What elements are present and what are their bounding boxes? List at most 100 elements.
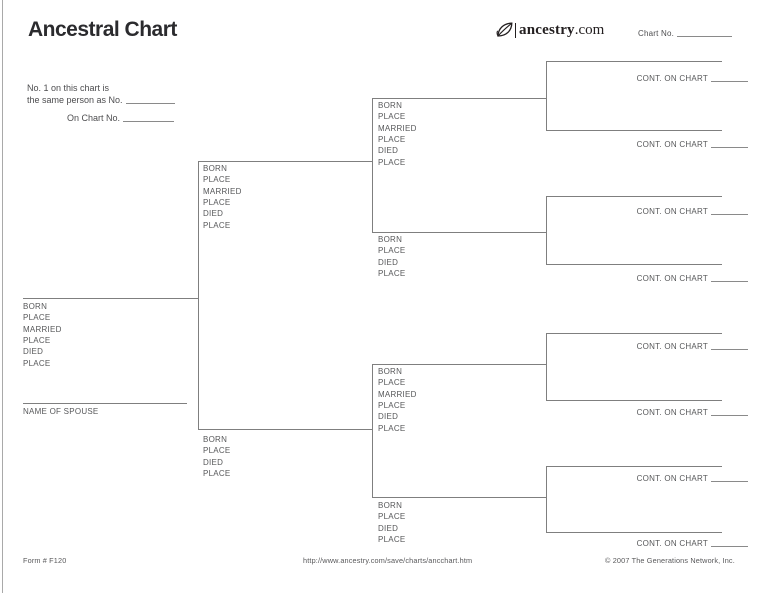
ancestry-logo: ancestry.com [496,21,604,39]
gen4-bracket-line-3 [546,333,547,401]
on-chart-no-blank[interactable] [123,113,175,122]
field-label: BORN [203,164,228,173]
field-label: PLACE [203,175,231,185]
field-label: BORN [378,235,403,244]
cont-on-chart-5: CONT. ON CHART [578,341,748,351]
field-label: DIED [203,209,224,219]
brand-wordmark: ancestry.com [519,21,604,39]
page-left-border [2,0,3,593]
form-note-line3: On Chart No. [67,113,175,123]
father-name-line[interactable] [198,161,372,162]
great-grandparent-name-line-6[interactable] [546,400,722,401]
footer-url: http://www.ancestry.com/save/charts/ancc… [303,556,473,565]
great-grandparent-name-line-7[interactable] [546,466,722,467]
form-number: Form # F120 [23,556,67,565]
cont-on-chart-label: CONT. ON CHART [636,474,708,483]
cont-on-chart-1: CONT. ON CHART [578,73,748,83]
field-label: PLACE [203,220,231,230]
cont-chart-no-blank-6[interactable] [711,407,748,416]
great-grandparent-name-line-3[interactable] [546,196,722,197]
field-label: DIED [378,146,399,156]
paternal-grandfather-fields: BORN PLACE MARRIED PLACE DIED PLACE [378,100,417,168]
field-label: PLACE [378,246,406,256]
field-label: DIED [203,457,224,467]
maternal-grandmother-fields: BORN PLACE DIED PLACE [378,500,405,545]
field-label: PLACE [378,512,406,522]
maternal-grandfather-name-line[interactable] [372,364,546,365]
same-person-no-blank[interactable] [125,95,175,104]
field-label: MARRIED [378,123,417,133]
great-grandparent-name-line-2[interactable] [546,130,722,131]
cont-on-chart-3: CONT. ON CHART [578,206,748,216]
paternal-grandmother-name-line[interactable] [372,232,546,233]
cont-on-chart-label: CONT. ON CHART [636,408,708,417]
field-label: DIED [23,347,44,357]
cont-chart-no-blank-7[interactable] [711,473,748,482]
great-grandparent-name-line-5[interactable] [546,333,722,334]
field-label: MARRIED [23,324,62,334]
cont-chart-no-blank-5[interactable] [711,341,748,350]
cont-chart-no-blank-4[interactable] [711,273,748,282]
page-title: Ancestral Chart [28,18,177,41]
form-note: No. 1 on this chart is the same person a… [27,82,175,106]
form-note-line2: the same person as No. [27,94,175,106]
cont-on-chart-label: CONT. ON CHART [636,539,708,548]
gen3-maternal-bracket-line [372,364,373,498]
person-1-name-line[interactable] [23,298,198,299]
cont-on-chart-label: CONT. ON CHART [636,140,708,149]
maternal-grandfather-fields: BORN PLACE MARRIED PLACE DIED PLACE [378,366,417,434]
brand-tld: .com [574,22,605,38]
field-label: BORN [203,435,228,444]
field-label: PLACE [378,535,406,545]
field-label: PLACE [378,401,406,411]
great-grandparent-name-line-8[interactable] [546,532,722,533]
field-label: PLACE [378,378,406,388]
chart-no-label: Chart No. [638,29,675,38]
field-label: PLACE [378,157,406,167]
cont-chart-no-blank-2[interactable] [711,139,748,148]
field-label: BORN [378,501,403,510]
field-label: DIED [378,412,399,422]
great-grandparent-name-line-4[interactable] [546,264,722,265]
person-1-fields: BORN PLACE MARRIED PLACE DIED PLACE [23,301,62,369]
cont-chart-no-blank-1[interactable] [711,73,748,82]
form-note-line3-label: On Chart No. [67,113,121,123]
leaf-icon [496,22,513,37]
field-label: DIED [378,523,399,533]
cont-chart-no-blank-8[interactable] [711,538,748,547]
gen3-paternal-bracket-line [372,98,373,233]
cont-on-chart-4: CONT. ON CHART [578,273,748,283]
gen4-bracket-line-4 [546,466,547,533]
form-note-line2-label: the same person as No. [27,95,123,105]
field-label: DIED [378,257,399,267]
chart-no-field: Chart No. [638,28,733,38]
paternal-grandmother-fields: BORN PLACE DIED PLACE [378,234,405,279]
field-label: PLACE [378,269,406,279]
great-grandparent-name-line-1[interactable] [546,61,722,62]
field-label: PLACE [378,423,406,433]
field-label: PLACE [203,198,231,208]
footer-copyright: © 2007 The Generations Network, Inc. [605,556,735,565]
field-label: BORN [23,302,48,311]
field-label: MARRIED [203,186,242,196]
spouse-name-line[interactable] [23,403,187,404]
field-label: BORN [378,101,403,110]
cont-on-chart-2: CONT. ON CHART [578,139,748,149]
field-label: PLACE [203,446,231,456]
field-label: MARRIED [378,389,417,399]
father-fields: BORN PLACE MARRIED PLACE DIED PLACE [203,163,242,231]
gen4-bracket-line-2 [546,196,547,265]
maternal-grandmother-name-line[interactable] [372,497,546,498]
field-label: PLACE [203,469,231,479]
cont-chart-no-blank-3[interactable] [711,206,748,215]
chart-no-blank[interactable] [677,28,733,37]
cont-on-chart-8: CONT. ON CHART [578,538,748,548]
gen4-bracket-line-1 [546,61,547,131]
mother-fields: BORN PLACE DIED PLACE [203,434,230,479]
field-label: PLACE [23,358,51,368]
field-label: BORN [378,367,403,376]
spouse-label: NAME OF SPOUSE [23,407,99,416]
paternal-grandfather-name-line[interactable] [372,98,546,99]
mother-name-line[interactable] [198,429,372,430]
